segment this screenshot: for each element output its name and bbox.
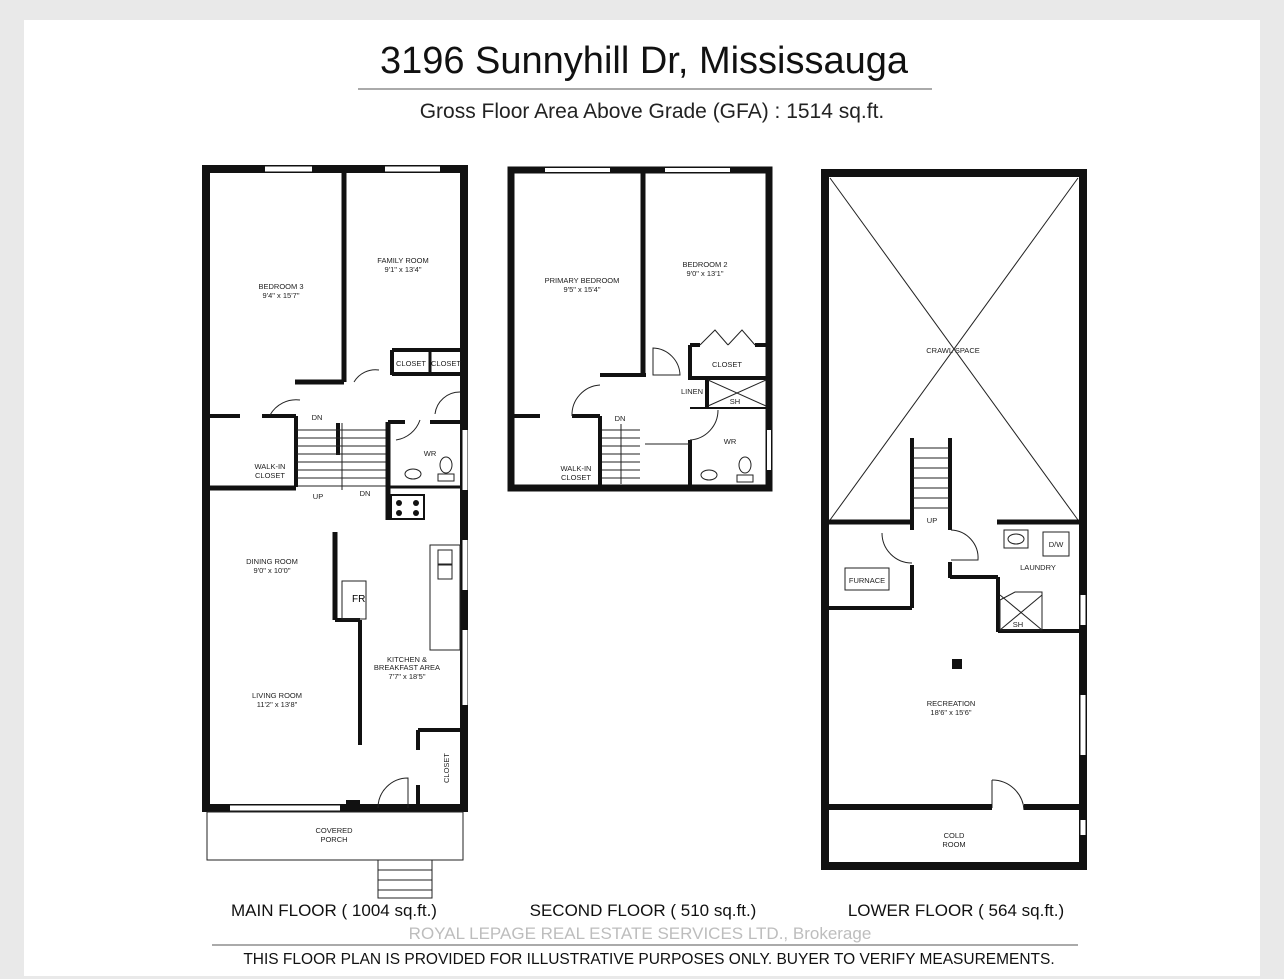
crawl-space-label: CRAWL SPACE [926, 346, 979, 355]
stairs-up-label: UP [313, 492, 323, 501]
cold-room-label-2: ROOM [942, 840, 965, 849]
brokerage-watermark: ROYAL LEPAGE REAL ESTATE SERVICES LTD., … [409, 924, 872, 943]
page-title: 3196 Sunnyhill Dr, Mississauga [380, 40, 909, 82]
closet-label: CLOSET [712, 360, 742, 369]
room-label-bedroom-3: BEDROOM 3 [258, 282, 303, 291]
closet-label: CLOSET [431, 359, 461, 368]
room-label-living-room: LIVING ROOM [252, 691, 302, 700]
room-size: 9'0" x 10'0" [254, 566, 291, 575]
washroom-label: WR [724, 437, 737, 446]
room-label-kitchen-2: BREAKFAST AREA [374, 663, 440, 672]
stairs-up-label: UP [927, 516, 937, 525]
furnace-label: FURNACE [849, 576, 885, 585]
cold-room-label: COLD [944, 831, 965, 840]
lower-floor-caption: LOWER FLOOR ( 564 sq.ft.) [848, 901, 1064, 920]
stairs-down-label: DN [360, 489, 371, 498]
main-floor-plan: BEDROOM 3 9'4" x 15'7" FAMILY ROOM 9'1" … [202, 165, 468, 899]
washroom-label: WR [424, 449, 437, 458]
main-floor-caption: MAIN FLOOR ( 1004 sq.ft.) [231, 901, 437, 920]
room-label-primary-bedroom: PRIMARY BEDROOM [545, 276, 620, 285]
room-label-dining-room: DINING ROOM [246, 557, 298, 566]
closet-label: CLOSET [396, 359, 426, 368]
porch-label: COVERED [315, 826, 353, 835]
walk-in-closet-label: WALK-IN [561, 464, 592, 473]
walk-in-closet-label-2: CLOSET [561, 473, 591, 482]
porch-label-2: PORCH [320, 835, 347, 844]
lower-floor-plan: CRAWL SPACE UP FURNACE LAUNDRY D/W SH RE… [821, 169, 1087, 870]
room-size: 7'7" x 18'5" [389, 672, 426, 681]
laundry-label: LAUNDRY [1020, 563, 1056, 572]
room-label-bedroom-2: BEDROOM 2 [682, 260, 727, 269]
room-size: 9'4" x 15'7" [263, 291, 300, 300]
room-label-recreation: RECREATION [927, 699, 976, 708]
second-floor-caption: SECOND FLOOR ( 510 sq.ft.) [530, 901, 757, 920]
disclaimer-text: THIS FLOOR PLAN IS PROVIDED FOR ILLUSTRA… [243, 951, 1054, 968]
closet-label: CLOSET [442, 753, 451, 783]
gfa-text: Gross Floor Area Above Grade (GFA) : 151… [420, 100, 885, 123]
room-label-kitchen: KITCHEN & [387, 655, 427, 664]
second-floor-plan: PRIMARY BEDROOM 9'5" x 15'4" BEDROOM 2 9… [507, 166, 773, 492]
stairs-down-label: DN [615, 414, 626, 423]
room-label-family-room: FAMILY ROOM [377, 256, 428, 265]
shower-label: SH [1013, 620, 1023, 629]
dryer-washer-label: D/W [1049, 540, 1065, 549]
room-size: 9'5" x 15'4" [564, 285, 601, 294]
room-size: 9'1" x 13'4" [385, 265, 422, 274]
fridge-label: FR [352, 594, 365, 605]
walk-in-closet-label: WALK-IN [255, 462, 286, 471]
walk-in-closet-label-2: CLOSET [255, 471, 285, 480]
room-size: 11'2" x 13'8" [257, 700, 298, 709]
stairs-down-label: DN [312, 413, 323, 422]
linen-label: LINEN [681, 387, 703, 396]
room-size: 18'6" x 15'6" [930, 708, 971, 717]
shower-label: SH [730, 397, 740, 406]
room-size: 9'0" x 13'1" [687, 269, 724, 278]
